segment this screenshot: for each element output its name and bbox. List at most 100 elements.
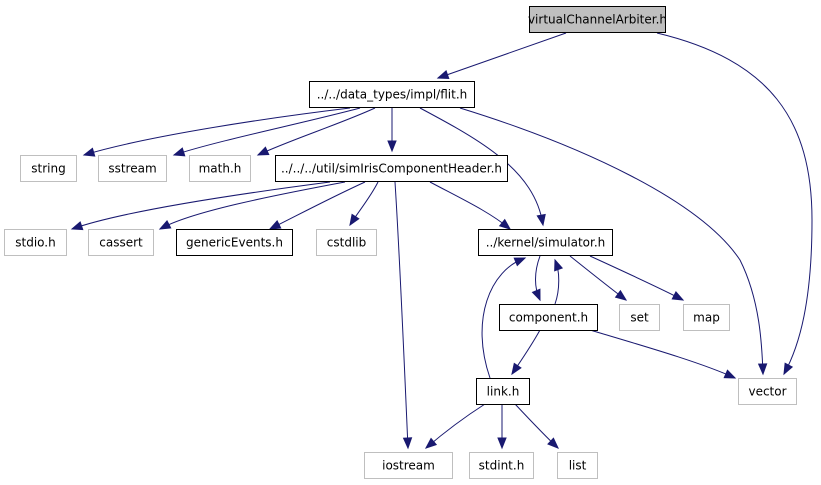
edge-line <box>429 181 511 230</box>
node-box <box>683 304 730 331</box>
node-stdint-h: stdint.h <box>469 452 534 479</box>
node-label: virtualChannelArbiter.h <box>528 13 667 27</box>
node-component-h[interactable]: component.h <box>499 304 598 331</box>
edge-arrowhead <box>387 140 397 153</box>
edge-arrowhead <box>513 257 527 267</box>
node-label: ../../data_types/impl/flit.h <box>317 88 468 102</box>
node-util-simiriscomponentheader-h[interactable]: ../../../util/simIrisComponentHeader.h <box>275 155 508 182</box>
edge-flit-to-math <box>256 107 376 156</box>
node-label: ../kernel/simulator.h <box>486 236 606 250</box>
edge-line <box>425 403 486 449</box>
edge-line <box>459 107 764 375</box>
node-map: map <box>683 304 730 331</box>
edge-component-to-simulator <box>554 258 564 305</box>
node-genericevents-h[interactable]: genericEvents.h <box>176 229 293 256</box>
edge-arrowhead <box>349 213 360 227</box>
node-kernel-simulator-h[interactable]: ../kernel/simulator.h <box>478 229 613 256</box>
edge-flit-to-vector <box>459 107 768 376</box>
edge-arrowhead <box>82 147 96 157</box>
edge-arrowhead <box>268 220 282 230</box>
node-box <box>98 155 167 182</box>
edge-root-to-flit <box>436 32 567 79</box>
node-label: component.h <box>509 311 588 325</box>
node-virtualchannelarbiter-h[interactable]: virtualChannelArbiter.h <box>528 6 667 33</box>
edge-line <box>656 32 813 375</box>
node-label: set <box>630 311 649 325</box>
edge-link-to-stdint <box>497 404 507 450</box>
node-label: cstdlib <box>327 236 366 250</box>
node-box <box>309 81 475 108</box>
node-sstream: sstream <box>98 155 167 182</box>
edge-simiris-to-cstdlib <box>349 181 379 227</box>
edge-arrowhead <box>614 289 628 301</box>
node-cstdlib: cstdlib <box>316 229 377 256</box>
edge-arrowhead <box>158 219 172 230</box>
node-box <box>176 229 293 256</box>
edge-line <box>71 181 331 230</box>
edge-simiris-to-iostream <box>394 181 413 450</box>
node-box <box>478 229 613 256</box>
node-label: string <box>31 162 65 176</box>
node-label: list <box>569 459 587 473</box>
edge-component-to-vector <box>589 329 737 379</box>
node-box <box>4 229 67 256</box>
node-label: stdint.h <box>479 459 525 473</box>
node-box <box>476 378 530 405</box>
edge-line <box>589 255 684 301</box>
node-label: iostream <box>382 459 435 473</box>
node-box <box>316 229 377 256</box>
node-iostream: iostream <box>364 452 453 479</box>
node-box <box>557 452 598 479</box>
node-box <box>364 452 453 479</box>
edge-arrowhead <box>424 437 438 449</box>
node-label: math.h <box>199 162 242 176</box>
edge-line <box>83 107 351 156</box>
edge-arrowhead <box>70 221 84 231</box>
node-label: map <box>693 311 720 325</box>
node-box <box>499 304 598 331</box>
node-label: ../../../util/simIrisComponentHeader.h <box>281 162 502 176</box>
node-box <box>619 304 660 331</box>
node-label: link.h <box>487 385 520 399</box>
edge-arrowhead <box>723 369 737 379</box>
edge-link-to-iostream <box>424 403 486 449</box>
edge-line <box>159 181 346 230</box>
edge-root-to-vector <box>656 32 813 376</box>
node-box <box>469 452 534 479</box>
edge-arrowhead <box>547 437 559 449</box>
node-math-h: math.h <box>189 155 251 182</box>
edge-flit-to-sstream <box>172 107 361 157</box>
edge-arrowhead <box>783 362 794 376</box>
edge-arrowhead <box>498 218 512 230</box>
edge-arrowhead <box>511 362 522 376</box>
edge-line <box>589 329 736 379</box>
node-data-types-impl-flit-h[interactable]: ../../data_types/impl/flit.h <box>309 81 475 108</box>
node-link-h[interactable]: link.h <box>476 378 530 405</box>
edge-line <box>437 32 567 79</box>
edge-line <box>569 255 627 301</box>
node-box <box>88 229 154 256</box>
edge-arrowhead <box>436 70 450 79</box>
edge-arrowhead <box>554 258 564 272</box>
edge-arrowhead <box>757 363 768 376</box>
node-box <box>189 155 251 182</box>
node-string: string <box>20 155 77 182</box>
edge-line <box>173 107 361 156</box>
node-box <box>738 378 797 405</box>
node-box <box>20 155 77 182</box>
node-box <box>529 6 666 33</box>
edge-flit-to-simiris <box>387 108 397 153</box>
node-label: cassert <box>99 236 143 250</box>
edge-simiris-to-stdio <box>70 181 331 231</box>
edge-arrowhead <box>531 288 541 302</box>
edge-arrowhead <box>497 437 507 450</box>
edge-link-to-simulator <box>481 257 527 379</box>
edge-simiris-to-generic <box>268 181 366 230</box>
edge-flit-to-string <box>82 107 351 157</box>
node-label: vector <box>748 385 786 399</box>
edge-arrowhead <box>402 437 413 450</box>
node-box <box>275 155 508 182</box>
edge-simulator-to-set <box>569 255 628 301</box>
edge-line <box>257 107 376 156</box>
node-list: list <box>557 452 598 479</box>
